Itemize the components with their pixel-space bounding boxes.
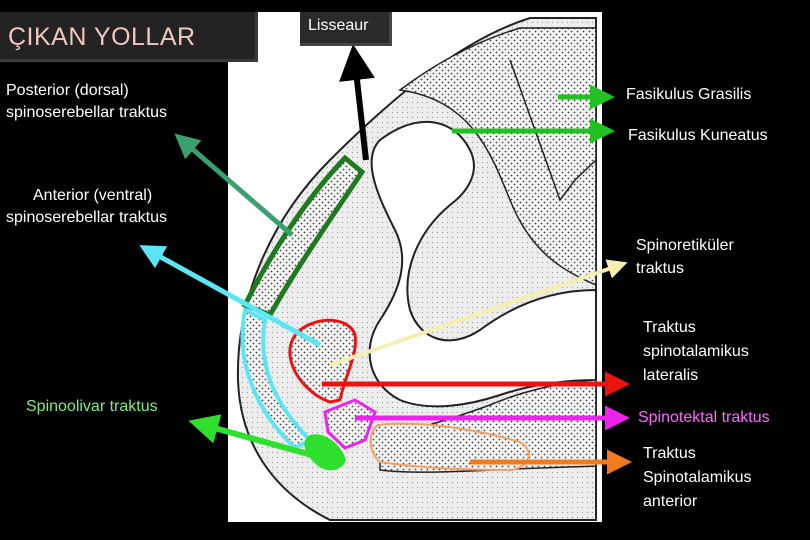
grasilis-label: Fasikulus Grasilis bbox=[626, 86, 752, 103]
spinoolivar-arrow bbox=[188, 414, 331, 463]
spinoretikuler-label-line1: Spinoretiküler bbox=[636, 237, 734, 254]
lateralis-label-line1: Traktus bbox=[643, 319, 696, 336]
lisseaur-box bbox=[300, 12, 392, 46]
posterior-arrow bbox=[174, 133, 294, 237]
posterior-columns bbox=[398, 27, 597, 287]
spinoretikuler-label-line2: traktus bbox=[636, 260, 685, 277]
anterior-arrow bbox=[139, 245, 322, 348]
spinoolivar-tract bbox=[304, 434, 347, 471]
lateralis-label-line3: lateralis bbox=[643, 367, 699, 384]
lateralis-label-line2: spinotalamikus bbox=[643, 343, 749, 360]
posterior-label-line1: Posterior (dorsal) bbox=[6, 82, 129, 99]
kuneatus-label: Fasikulus Kuneatus bbox=[628, 127, 768, 144]
anterior-spinocerebellar-tract bbox=[240, 307, 314, 451]
spinoolivar-label: Spinoolivar traktus bbox=[26, 398, 158, 415]
lisseaur-label: Lisseaur bbox=[308, 17, 369, 34]
spinotectal-tract bbox=[323, 398, 377, 450]
anterior-spinothalamic-tract bbox=[369, 422, 530, 472]
posterior-label-line2: spinoserebellar traktus bbox=[6, 104, 167, 121]
anterior-st-label-line1: Traktus bbox=[643, 445, 696, 462]
spinoretikuler-arrow bbox=[329, 259, 628, 367]
anterior-st-label-line2: Spinotalamikus bbox=[643, 469, 752, 486]
anterior-st-label-line3: anterior bbox=[643, 493, 698, 510]
lisseaur-arrow bbox=[339, 44, 375, 161]
spinotektal-label: Spinotektal traktus bbox=[638, 409, 770, 426]
anterior-label-line1: Anterior (ventral) bbox=[33, 187, 153, 204]
title-box bbox=[0, 12, 258, 62]
anterior-label-line2: spinoserebellar traktus bbox=[6, 209, 167, 226]
page-title: ÇIKAN YOLLAR bbox=[8, 23, 196, 51]
